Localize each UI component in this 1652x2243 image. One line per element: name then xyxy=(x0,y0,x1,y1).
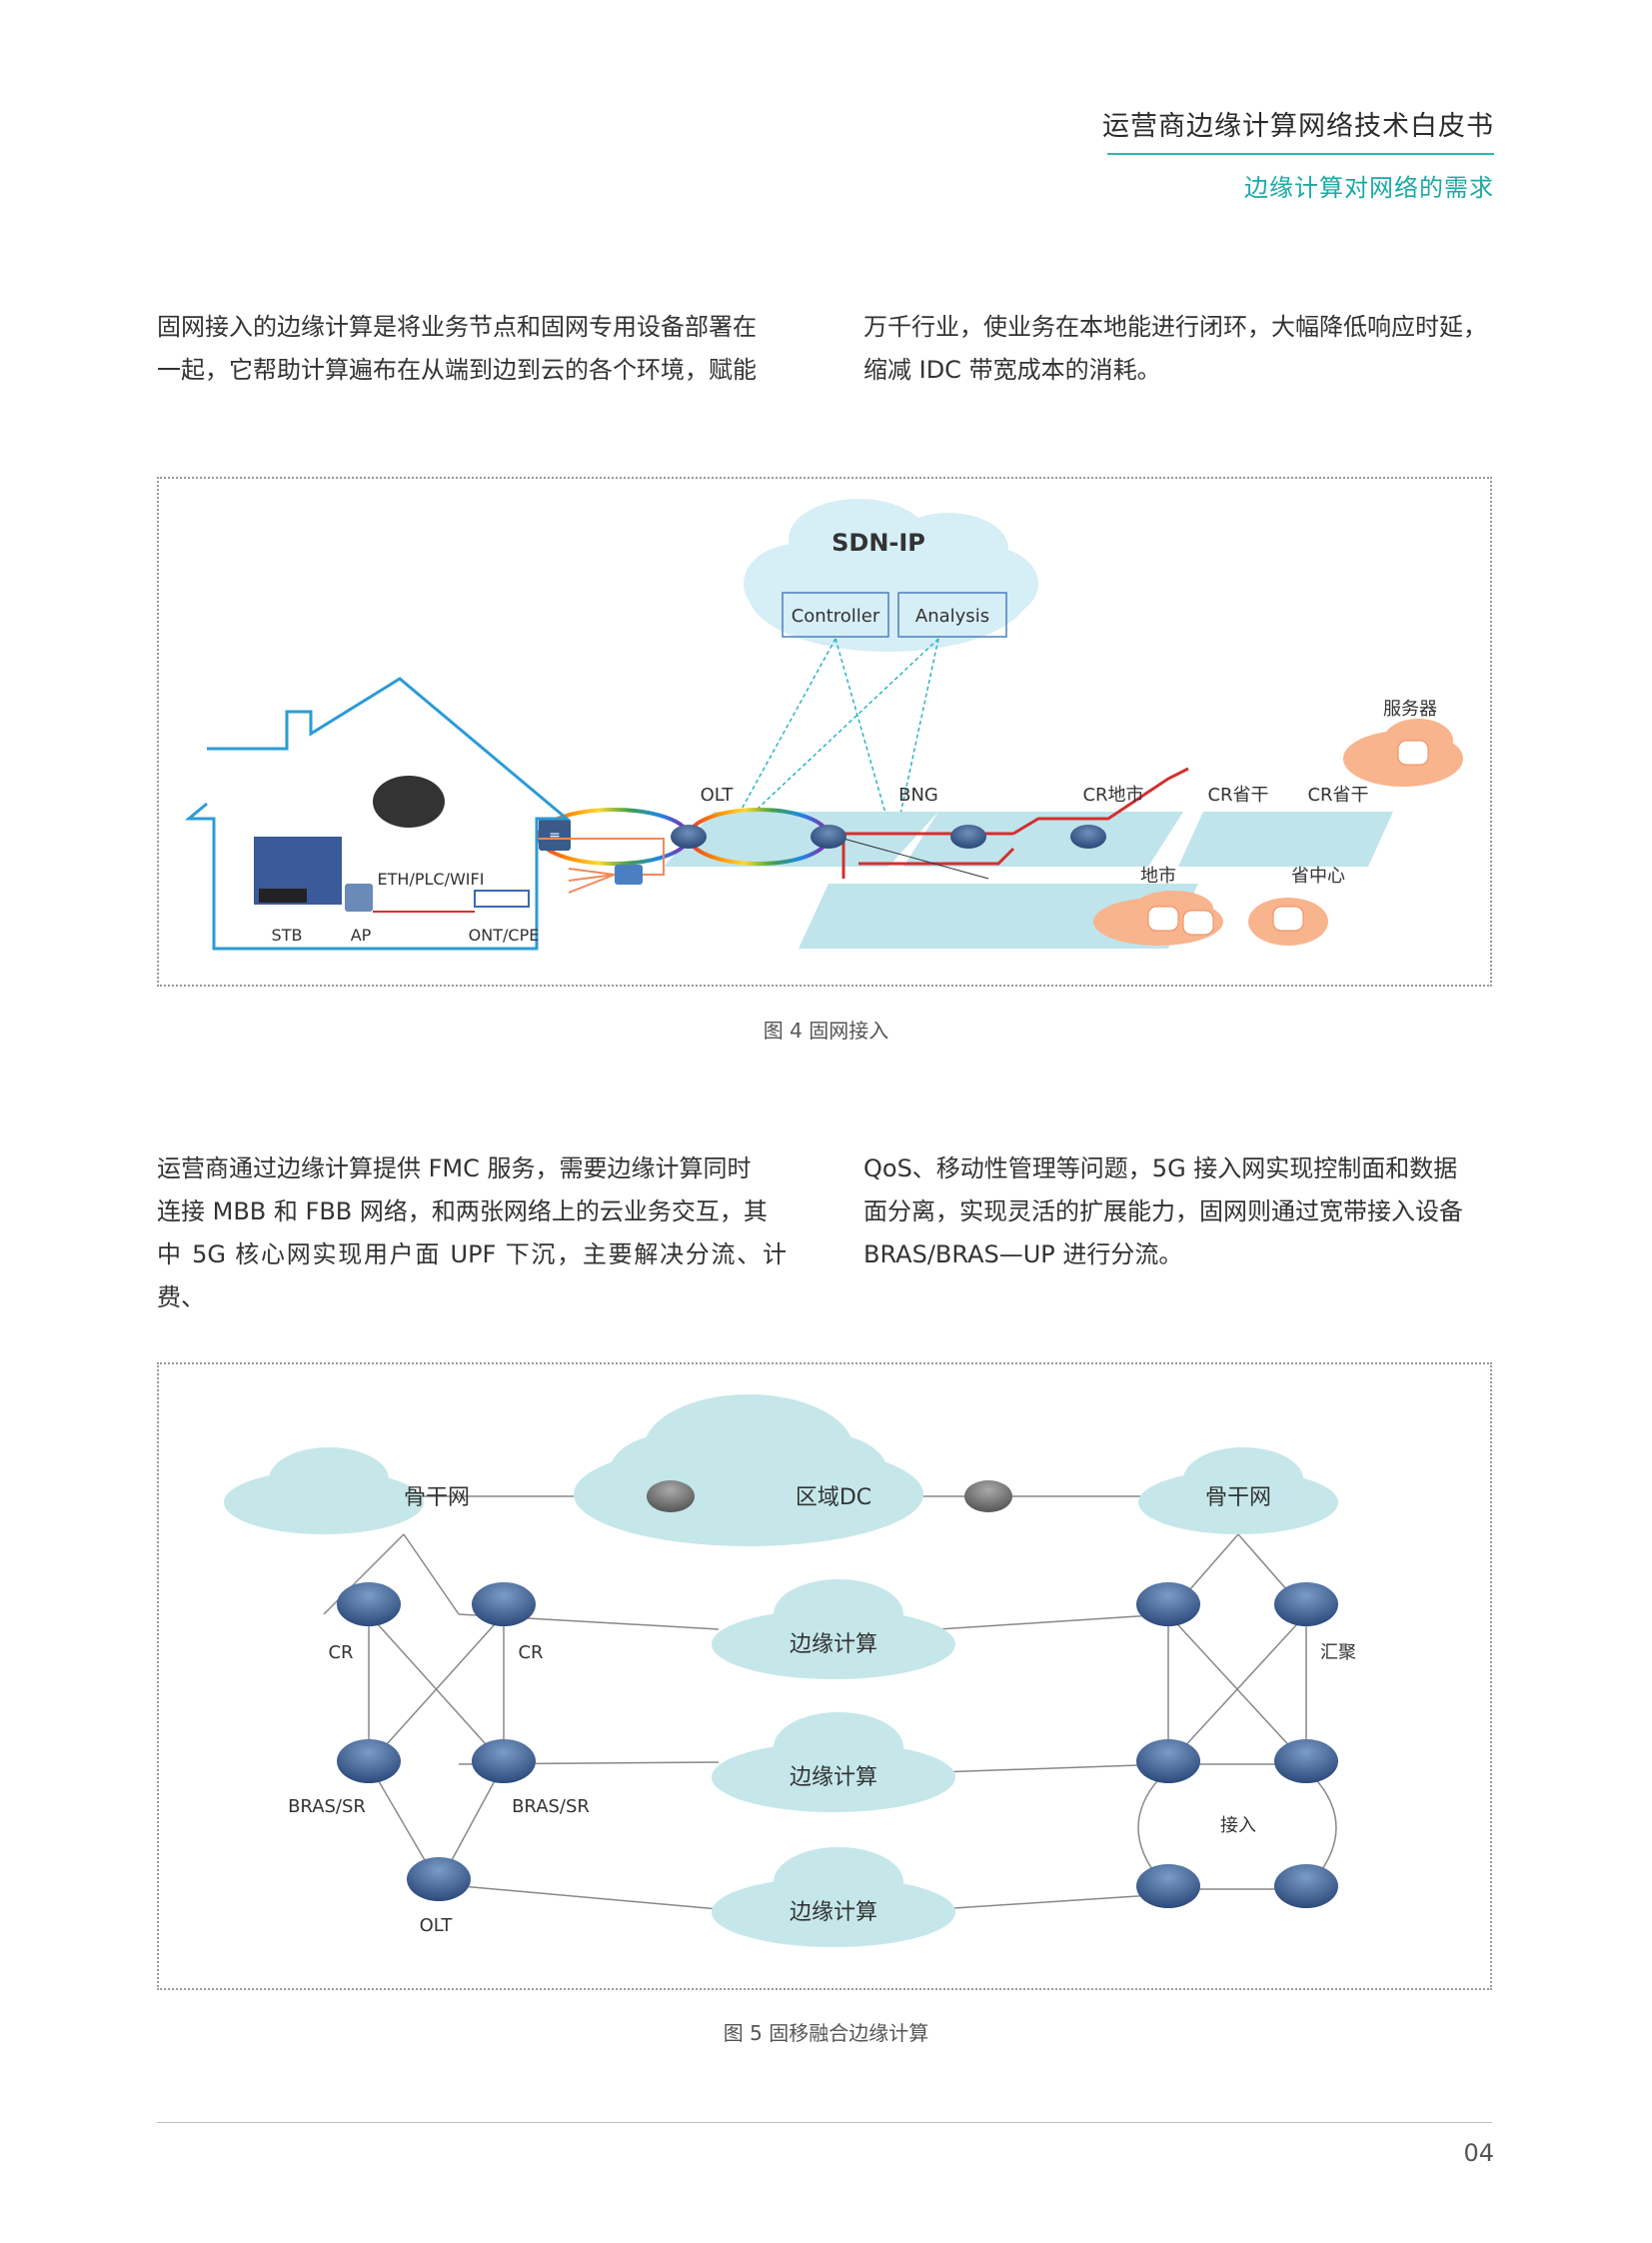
dc-router-left-icon xyxy=(647,1480,695,1512)
aggregation-label: 汇聚 xyxy=(1320,1642,1356,1663)
paragraph1-right: 万千行业，使业务在本地能进行闭环，大幅降低响应时延， 缩减 IDC 带宽成本的消… xyxy=(863,306,1493,392)
section-title: 边缘计算对网络的需求 xyxy=(1244,174,1494,202)
analysis-label: Analysis xyxy=(915,606,989,627)
server-cloud-city xyxy=(1093,891,1223,946)
text-line: 面分离，实现灵活的扩展能力，固网则通过宽带接入设备 xyxy=(863,1197,1463,1225)
server-label: 服务器 xyxy=(1383,699,1437,720)
city-label: 地市 xyxy=(1140,866,1176,887)
text-line: 一起，它帮助计算遍布在从端到边到云的各个环境，赋能 xyxy=(157,356,757,384)
text-line: 固网接入的边缘计算是将业务节点和固网专用设备部署在 xyxy=(157,313,757,341)
traffic-route xyxy=(841,767,1189,879)
olt-device: ≡ xyxy=(539,819,571,851)
controller-label: Controller xyxy=(792,606,880,627)
edge3-label: 边缘计算 xyxy=(790,1900,877,1925)
regional-dc-label: 区域DC xyxy=(796,1485,871,1510)
access1-router-icon xyxy=(1136,1739,1200,1783)
bras1-label: BRAS/SR xyxy=(288,1796,366,1817)
server-cloud-prov xyxy=(1248,898,1328,946)
cr1-label: CR xyxy=(328,1642,353,1663)
edge-cloud-3 xyxy=(712,1847,955,1947)
figure4-diagram: SDN-IP Controller Analysis xyxy=(184,499,1463,951)
text-line: 中 5G 核心网实现用户面 UPF 下沉，主要解决分流、计费、 xyxy=(157,1240,787,1311)
text-line: 万千行业，使业务在本地能进行闭环，大幅降低响应时延， xyxy=(863,313,1487,341)
sdn-ip-label: SDN-IP xyxy=(831,529,925,557)
edge1-label: 边缘计算 xyxy=(790,1632,877,1657)
ont-device xyxy=(474,890,530,908)
cr-prov1-router-icon xyxy=(950,825,986,849)
splitter-links xyxy=(539,838,665,894)
backbone-cloud-left xyxy=(224,1447,424,1534)
ap-label: AP xyxy=(351,926,372,945)
text-line: 运营商通过边缘计算提供 FMC 服务，需要边缘计算同时 xyxy=(157,1154,752,1182)
olt-label: OLT xyxy=(701,785,735,806)
cr2-label: CR xyxy=(518,1642,543,1663)
paragraph2-right: QoS、移动性管理等问题，5G 接入网实现控制面和数据 面分离，实现灵活的扩展能… xyxy=(863,1147,1493,1276)
bras1-router-icon xyxy=(337,1739,401,1783)
prov-platform xyxy=(1178,812,1393,867)
figure4-caption: 图 4 固网接入 xyxy=(763,1019,889,1043)
olt-label: OLT xyxy=(420,1915,454,1936)
olt-router-icon xyxy=(407,1857,471,1901)
figure5-diagram: 骨干网 骨干网 区域DC 边缘计算 边缘计算 边缘计算 CR CR BRAS/S… xyxy=(224,1394,1356,1947)
controller-box xyxy=(782,592,889,638)
text-line: 连接 MBB 和 FBB 网络，和两张网络上的云业务交互，其 xyxy=(157,1197,768,1225)
cr-city-label: CR地市 xyxy=(1082,785,1143,806)
svg-text:≡: ≡ xyxy=(549,829,561,845)
ont-label: ONT/CPE xyxy=(469,926,540,945)
cr-prov2-router-icon xyxy=(1070,825,1106,849)
agg1-router-icon xyxy=(1136,1582,1200,1626)
text-line: 缩减 IDC 带宽成本的消耗。 xyxy=(863,356,1161,384)
link-line xyxy=(842,838,989,880)
control-links xyxy=(733,638,939,825)
home-house xyxy=(184,677,572,951)
cr2-router-icon xyxy=(472,1582,536,1626)
figure5-caption: 图 5 固移融合边缘计算 xyxy=(723,2021,929,2045)
olt-platform xyxy=(664,812,938,867)
bng-router-icon xyxy=(671,825,707,849)
network-links xyxy=(323,1495,1337,1910)
bng-label: BNG xyxy=(898,785,938,806)
backbone-cloud-right xyxy=(1138,1447,1338,1534)
cr1-router-icon xyxy=(337,1582,401,1626)
edge2-label: 边缘计算 xyxy=(790,1765,877,1790)
header-divider xyxy=(1107,153,1494,155)
footer-divider xyxy=(157,2122,1492,2123)
text-line: QoS、移动性管理等问题，5G 接入网实现控制面和数据 xyxy=(863,1154,1458,1182)
city-platform xyxy=(799,884,1198,949)
backbone-left-label: 骨干网 xyxy=(404,1485,470,1510)
paragraph2-left: 运营商通过边缘计算提供 FMC 服务，需要边缘计算同时 连接 MBB 和 FBB… xyxy=(157,1147,787,1319)
agg2-router-icon xyxy=(1274,1582,1338,1626)
paragraph1-left: 固网接入的边缘计算是将业务节点和固网专用设备部署在 一起，它帮助计算遍布在从端到… xyxy=(157,306,787,392)
ap-device xyxy=(345,884,373,912)
cr-city-router-icon xyxy=(811,825,846,849)
document-title: 运营商边缘计算网络技术白皮书 xyxy=(1102,111,1494,142)
server-cloud-top xyxy=(1343,719,1463,787)
splitter-device xyxy=(615,865,643,885)
backbone-right-label: 骨干网 xyxy=(1205,1485,1271,1510)
edge-cloud-1 xyxy=(712,1579,955,1679)
access4-router-icon xyxy=(1274,1864,1338,1908)
prov-center-label: 省中心 xyxy=(1291,866,1345,887)
access3-router-icon xyxy=(1136,1864,1200,1908)
sdn-ip-cloud xyxy=(744,499,1038,652)
eth-label: ETH/PLC/WIFI xyxy=(378,870,485,889)
text-line: BRAS/BRAS—UP 进行分流。 xyxy=(863,1240,1183,1268)
access-label: 接入 xyxy=(1220,1815,1256,1836)
figure5-frame: 骨干网 骨干网 区域DC 边缘计算 边缘计算 边缘计算 CR CR BRAS/S… xyxy=(157,1362,1492,1990)
analysis-box xyxy=(897,592,1007,638)
regional-dc-cloud xyxy=(574,1394,923,1546)
stb-device xyxy=(259,889,307,903)
edge-cloud-2 xyxy=(712,1712,955,1812)
dc-router-right-icon xyxy=(964,1480,1012,1512)
cr-prov2-label: CR省干 xyxy=(1307,785,1368,806)
figure4-frame: SDN-IP Controller Analysis xyxy=(157,477,1492,987)
access2-router-icon xyxy=(1274,1739,1338,1783)
bras2-label: BRAS/SR xyxy=(512,1796,590,1817)
vr-headset-icon xyxy=(373,776,445,828)
stb-label: STB xyxy=(272,926,303,945)
bras2-router-icon xyxy=(472,1739,536,1783)
cr-prov1-label: CR省干 xyxy=(1207,785,1268,806)
page-number: 04 xyxy=(1463,2139,1494,2167)
